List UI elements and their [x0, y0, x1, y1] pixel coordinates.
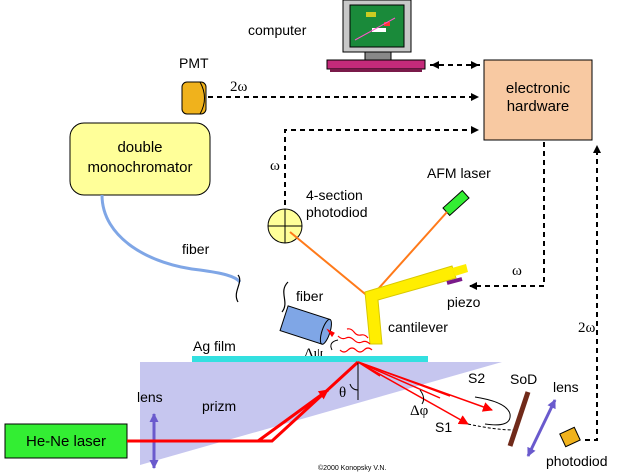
- afm-laser-icon: [442, 189, 470, 217]
- omega-right-label: ω: [512, 263, 522, 279]
- computer-icon: [326, 0, 426, 72]
- cantilever-label: cantilever: [388, 319, 448, 335]
- s2-label: S2: [468, 370, 485, 386]
- emitted-light-arrows: [326, 328, 373, 353]
- copyright-label: ©2000 Konopsky V.N.: [318, 464, 386, 472]
- electronic-line1: electronic: [506, 80, 571, 97]
- hardware-to-piezo-line: [469, 142, 545, 290]
- theta-label: θ: [339, 385, 346, 401]
- cantilever-base: [452, 264, 468, 276]
- photodiode-right-icon: [559, 426, 581, 448]
- s1-label: S1: [435, 419, 452, 435]
- s1-arc: [467, 423, 516, 431]
- omega-left-label: ω: [270, 158, 280, 174]
- delta-psi-arc: [330, 339, 339, 351]
- photodiode-to-hardware-line-right: [585, 145, 601, 441]
- pmt-icon: [181, 81, 207, 115]
- two-omega-top-label: 2ω: [230, 79, 248, 95]
- s2-arc: [474, 396, 511, 426]
- fiber-break-mark: [235, 274, 241, 303]
- red-beam-arrow: [257, 388, 329, 443]
- piezo-label: piezo: [447, 294, 481, 310]
- double-line2: monochromator: [87, 159, 192, 176]
- red-beam-incident: [127, 360, 360, 443]
- ag-film: [192, 356, 428, 362]
- fiber-tip-icon: [279, 305, 332, 345]
- pmt-label: PMT: [179, 55, 209, 71]
- reflected-beams: [357, 361, 493, 425]
- lens-right-icon: [526, 399, 557, 457]
- theta-arc: [349, 383, 359, 391]
- delta-phi-arc: [419, 389, 425, 405]
- lens-right-label: lens: [553, 379, 579, 395]
- he-ne-label: He-Ne laser: [26, 433, 106, 450]
- signal-lines: [208, 61, 601, 441]
- double-line1: double: [117, 139, 162, 156]
- piezo-element: [446, 277, 463, 285]
- two-omega-right-label: 2ω: [578, 320, 596, 336]
- prism-shape: [140, 362, 502, 465]
- fiber-left-label: fiber: [182, 241, 210, 257]
- fiber-tip-label: fiber: [296, 288, 324, 304]
- lens-left-label: lens: [137, 389, 163, 405]
- photodiod-right-label: photodiod: [546, 453, 608, 469]
- photodiode-line1: 4-section: [306, 187, 363, 203]
- double-monochromator-box: [69, 122, 211, 196]
- sod-mirror: [507, 391, 531, 447]
- photodiode-to-hardware-line: [284, 126, 479, 205]
- photodiode-line2: photodiod: [306, 204, 368, 220]
- prizm-label: prizm: [202, 398, 236, 414]
- computer-label: computer: [248, 22, 307, 38]
- fiber-cable: [100, 194, 242, 284]
- sod-label: SoD: [510, 371, 537, 387]
- electronic-hardware-box: [483, 59, 593, 141]
- electronic-line2: hardware: [507, 98, 570, 115]
- ag-film-label: Ag film: [193, 338, 236, 354]
- fiber-tip-break-mark: [281, 281, 289, 313]
- afm-laser-label: AFM laser: [427, 165, 491, 181]
- delta-phi-label: Δφ: [410, 403, 429, 419]
